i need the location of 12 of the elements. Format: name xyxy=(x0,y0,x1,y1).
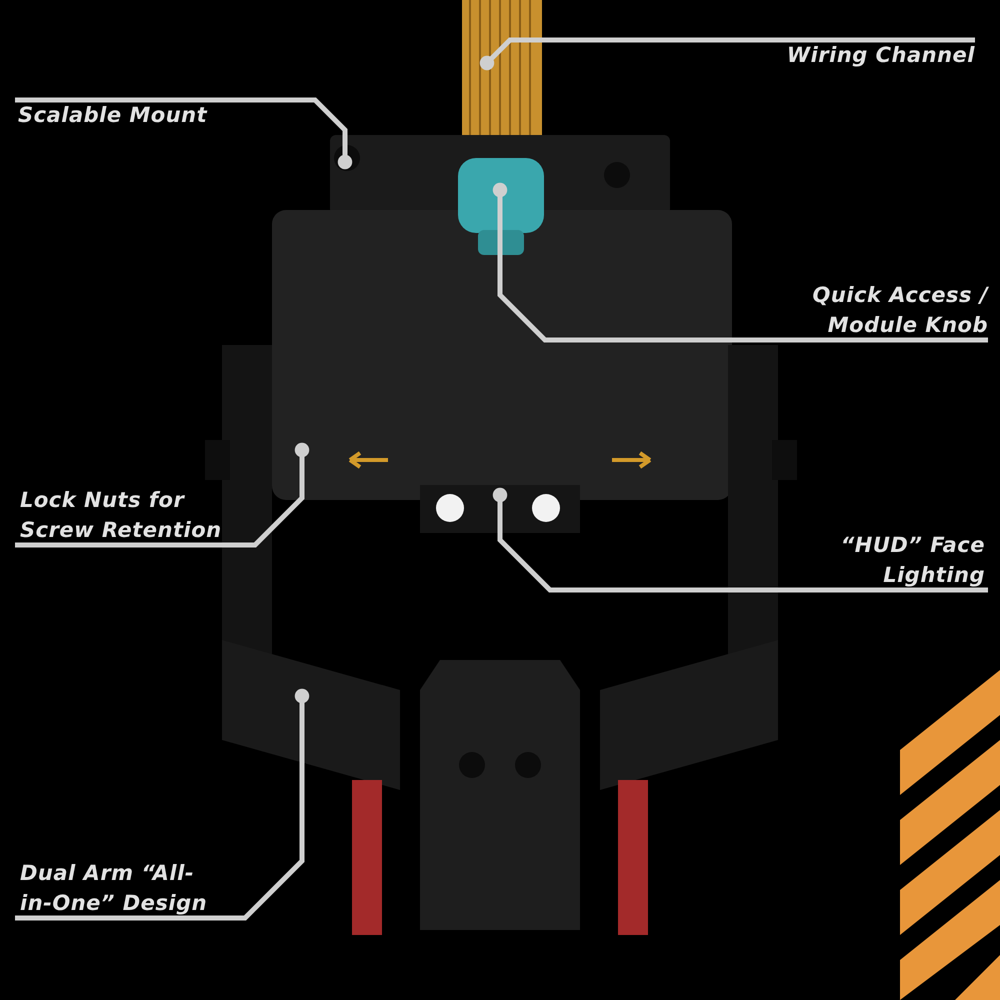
callout-label: Dual Arm “All-in-One” Design xyxy=(20,858,210,918)
leader-line xyxy=(492,182,988,342)
callout-label: Lock Nuts for Screw Retention xyxy=(20,485,260,545)
callout-label: Quick Access / Module Knob xyxy=(760,280,988,340)
leader-line xyxy=(492,488,988,592)
callout-label: Scalable Mount xyxy=(18,100,258,130)
leader-line xyxy=(15,688,310,920)
callout-label: Wiring Channel xyxy=(735,40,975,70)
leader-line xyxy=(15,98,352,170)
callout-label: “HUD” Face Lighting xyxy=(780,530,985,590)
leader-line xyxy=(15,442,310,548)
leader-line xyxy=(480,38,975,70)
